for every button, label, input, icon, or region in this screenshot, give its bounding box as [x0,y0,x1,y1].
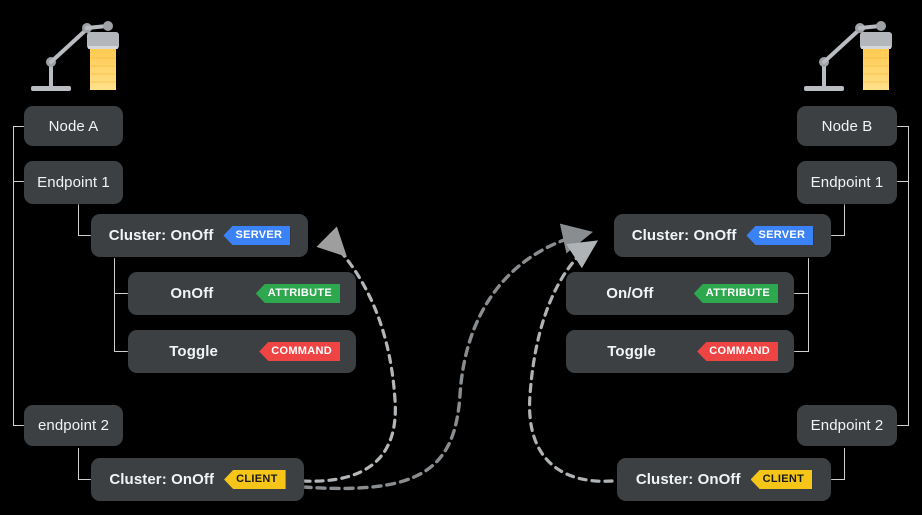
tree-line-right-cluster-down [808,258,809,351]
left-endpoint-2-label: endpoint 2 [37,417,110,434]
tree-line-left-to-endpoint1 [13,181,24,182]
left-endpoint-1-box[interactable]: Endpoint 1 [24,161,123,204]
tree-line-left-ep2-to-cluster [78,479,91,480]
left-endpoint-1-label: Endpoint 1 [37,174,110,191]
command-badge-left: COMMAND [259,342,340,361]
node-a-label: Node A [48,117,99,135]
node-a-box[interactable]: Node A [24,106,123,146]
desk-lamp-icon-right [804,21,892,91]
tree-line-right-cluster-to-attribute [794,293,809,294]
right-attribute-label: On/Off [606,285,654,302]
right-endpoint-1-label: Endpoint 1 [810,174,884,191]
server-badge-right: SERVER [746,226,814,245]
right-endpoint-2-label: Endpoint 2 [810,417,884,434]
tree-line-left-cluster-down [114,258,115,351]
tree-line-left-ep2-down [78,448,79,479]
tree-line-left-cluster-to-command [114,351,128,352]
tree-line-right-ep1-down [844,204,845,235]
left-cluster-client-box[interactable]: Cluster: OnOff CLIENT [91,458,304,501]
command-badge-right: COMMAND [697,342,778,361]
tree-line-right-cluster-to-command [794,351,809,352]
left-command-label: Toggle [169,343,218,360]
right-cluster-server-label: Cluster: OnOff [631,227,737,244]
right-endpoint-1-box[interactable]: Endpoint 1 [797,161,897,204]
node-b-label: Node B [821,117,873,135]
client-badge-right: CLIENT [750,470,813,489]
left-cluster-server-box[interactable]: Cluster: OnOff SERVER [91,214,308,257]
right-command-label: Toggle [607,343,656,360]
right-cluster-client-label: Cluster: OnOff [635,471,741,488]
tree-line-left-to-node-a [13,126,24,127]
tree-line-right-ep1-to-cluster [831,235,845,236]
tree-line-right-ep2-down [844,448,845,479]
tree-line-right-ep2-to-cluster [831,479,845,480]
left-endpoint-2-box[interactable]: endpoint 2 [24,405,123,446]
attribute-badge-left: ATTRIBUTE [255,284,340,303]
left-command-row[interactable]: Toggle COMMAND [128,330,356,373]
right-endpoint-2-box[interactable]: Endpoint 2 [797,405,897,446]
tree-line-right-to-endpoint1 [897,181,909,182]
tree-line-left-cluster-to-attribute [114,293,128,294]
tree-line-left-ep1-down [78,204,79,235]
client-badge-left: CLIENT [224,470,286,489]
tree-line-left-to-endpoint2 [13,425,24,426]
right-command-row[interactable]: Toggle COMMAND [566,330,794,373]
left-cluster-client-label: Cluster: OnOff [109,471,215,488]
left-attribute-row[interactable]: OnOff ATTRIBUTE [128,272,356,315]
node-b-box[interactable]: Node B [797,106,897,146]
right-cluster-server-box[interactable]: Cluster: OnOff SERVER [614,214,831,257]
tree-line-left-trunk [13,126,14,425]
left-attribute-label: OnOff [170,285,214,302]
left-cluster-server-label: Cluster: OnOff [108,227,214,244]
tree-line-left-ep1-to-cluster [78,235,91,236]
server-badge-left: SERVER [223,226,291,245]
right-cluster-client-box[interactable]: Cluster: OnOff CLIENT [617,458,831,501]
desk-lamp-icon-left [31,21,119,91]
tree-line-right-trunk [908,126,909,425]
tree-line-right-to-node-b [897,126,909,127]
tree-line-right-to-endpoint2 [897,425,909,426]
attribute-badge-right: ATTRIBUTE [693,284,778,303]
right-attribute-row[interactable]: On/Off ATTRIBUTE [566,272,794,315]
